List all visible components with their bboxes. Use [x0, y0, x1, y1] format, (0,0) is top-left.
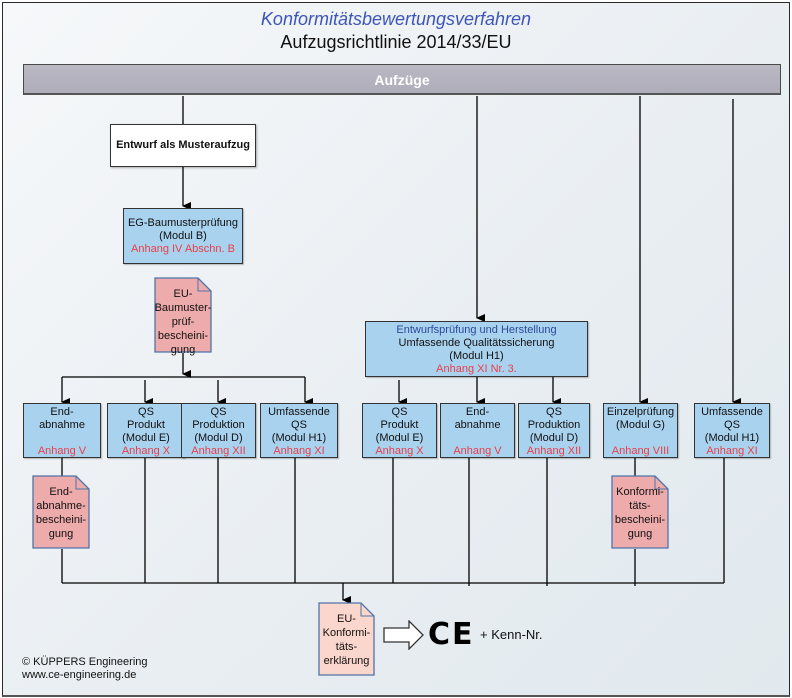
module-ref: Anhang VIII: [611, 445, 670, 457]
h1-heading: Entwurfsprüfung und Herstellung: [396, 324, 557, 336]
document-text: EU- Konformi-täts-erklärung: [318, 602, 375, 668]
diagram-title: Konformitätsbewertungsverfahren: [260, 9, 532, 29]
document-line: prüf-: [171, 316, 195, 328]
copyright-block: © KÜPPERS Engineering www.ce-engineering…: [22, 656, 148, 682]
endabnahme-certificate-doc: End-abnahme-bescheini-gung: [32, 475, 90, 549]
document-line: gung: [627, 528, 653, 540]
document-line: bescheini-: [35, 514, 87, 526]
document-line: täts-: [629, 500, 651, 512]
document-line: Konformi-: [322, 627, 371, 639]
eu-declaration-doc: EU- Konformi-täts-erklärung: [318, 602, 375, 676]
module-ref: Anhang X: [121, 445, 171, 457]
document-shape: [154, 277, 212, 353]
module-line: [604, 432, 677, 445]
document-shape: [611, 475, 669, 549]
entwurf-musteraufzug-box: Entwurf als Musteraufzug: [110, 124, 256, 167]
module-ref: Anhang XII: [526, 445, 582, 457]
module-line: QS: [546, 406, 562, 418]
root-label: Aufzüge: [374, 72, 430, 88]
arrow-right-icon: [383, 620, 424, 650]
module-line: (Modul G): [616, 419, 665, 431]
document-line: erklärung: [323, 655, 370, 667]
document-line: End-: [49, 486, 73, 498]
module-line: QS: [724, 419, 740, 431]
diagram-subtitle: Aufzugsrichtlinie 2014/33/EU: [280, 32, 512, 52]
h1-line2: (Modul H1): [449, 350, 504, 362]
module-line: Umfassende: [268, 406, 330, 418]
baumuster-line1: EG-Baumusterprüfung: [127, 217, 239, 229]
website-text: www.ce-engineering.de: [22, 669, 137, 681]
module-line: Produktion: [192, 419, 245, 431]
document-line: täts-: [335, 641, 358, 653]
module-ref: Anhang XII: [191, 445, 246, 457]
module-line: Umfassende: [701, 406, 763, 418]
h1-line1: Umfassende Qualitätssicherung: [398, 337, 555, 349]
module-line: End-: [465, 406, 490, 418]
module-line: [24, 432, 100, 445]
baumuster-ref: Anhang IV Abschn. B: [131, 243, 235, 255]
document-line: EU-: [337, 613, 356, 625]
document-text: Konformi-täts-bescheini-gung: [611, 475, 669, 541]
module-line: abnahme: [39, 419, 85, 431]
module-line: QS: [138, 406, 154, 418]
module-line: End-: [50, 406, 74, 418]
module-line: QS: [291, 419, 307, 431]
module-line: Produkt: [127, 419, 165, 431]
baumusterpruefung-box: EG-Baumusterprüfung (Modul B) Anhang IV …: [123, 208, 243, 264]
module-line: QS: [210, 406, 227, 418]
entwurf-label: Entwurf als Musteraufzug: [116, 139, 250, 151]
module-line: QS: [391, 406, 408, 418]
document-line: bescheini-: [157, 330, 209, 342]
module-line: Einzelprüfung: [606, 406, 675, 418]
module-line: Produktion: [527, 419, 581, 431]
module-ref: Anhang X: [375, 445, 424, 457]
module-line: abnahme: [454, 419, 501, 431]
baumuster-line2: (Modul B): [159, 230, 207, 242]
konformitaet-certificate-doc: Konformi-täts-bescheini-gung: [611, 475, 669, 549]
h1-ref: Anhang XI Nr. 3.: [436, 363, 517, 375]
module-box: Einzelprüfung(Modul G) Anhang VIII: [603, 403, 678, 458]
document-line: Konformi-: [616, 486, 664, 498]
module-ref: Anhang V: [37, 445, 87, 457]
document-text: EU- Baumuster-prüf-bescheini-gung: [154, 277, 212, 357]
document-line: EU-: [173, 288, 193, 300]
module-line: (Modul D): [194, 432, 243, 444]
module-line: (Modul E): [375, 432, 424, 444]
ce-mark-icon: CE: [428, 617, 475, 652]
document-shape: [318, 602, 375, 676]
h1-entwurf-herstellung-box: Entwurfsprüfung und Herstellung Umfassen…: [365, 321, 588, 377]
module-ref: Anhang XI: [706, 445, 758, 457]
document-line: abnahme-: [36, 500, 86, 512]
kenn-nr-label: + Kenn-Nr.: [480, 627, 543, 642]
document-shape: [32, 475, 90, 549]
root-node-aufzuege: Aufzüge: [23, 64, 781, 95]
module-line: Produkt: [380, 419, 419, 431]
module-line: (Modul H1): [704, 432, 760, 444]
document-line: bescheini-: [614, 514, 666, 526]
document-line: gung: [170, 344, 196, 356]
module-line: (Modul E): [122, 432, 170, 444]
module-line: (Modul D): [529, 432, 579, 444]
module-line: [441, 432, 514, 445]
module-line: (Modul H1): [271, 432, 327, 444]
copyright-text: © KÜPPERS Engineering: [22, 656, 148, 668]
module-ref: Anhang V: [453, 445, 502, 457]
document-text: End-abnahme-bescheini-gung: [32, 475, 90, 541]
document-line: Baumuster-: [154, 302, 212, 314]
module-ref: Anhang XI: [273, 445, 325, 457]
baumuster-certificate-doc: EU- Baumuster-prüf-bescheini-gung: [154, 277, 212, 356]
document-line: gung: [48, 528, 74, 540]
